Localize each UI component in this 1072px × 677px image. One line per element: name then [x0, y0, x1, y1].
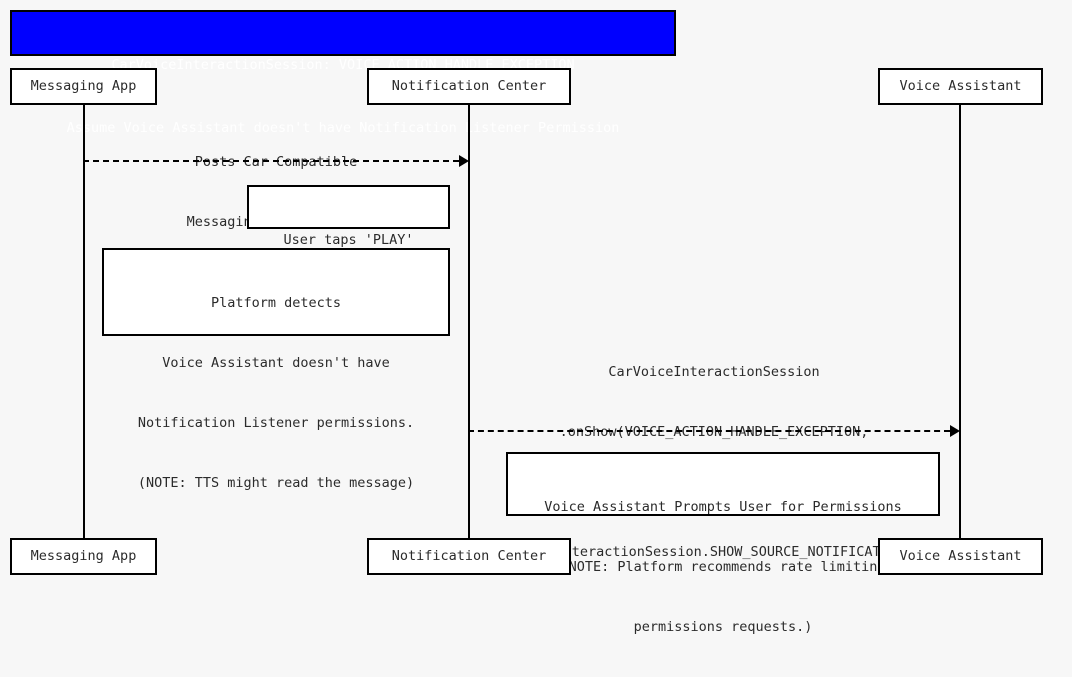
- diagram-title-banner: CarVoiceInteractionSession: VOICE_ACTION…: [10, 10, 676, 136]
- note-line-3: permissions requests.): [633, 619, 813, 635]
- note-platform-detects: Platform detects Voice Assistant doesn't…: [102, 248, 450, 491]
- participant-foot-voice-assistant[interactable]: Voice Assistant: [878, 538, 1043, 575]
- note-line-3: Notification Listener permissions.: [137, 415, 415, 431]
- message-line-4: VoiceInteractionSession.SHOW_SOURCE_NOTI…: [514, 544, 914, 560]
- participant-foot-messaging-app[interactable]: Messaging App: [10, 538, 157, 575]
- sequence-diagram-canvas: CarVoiceInteractionSession: VOICE_ACTION…: [10, 10, 1043, 635]
- note-line-1: User taps 'PLAY': [283, 232, 414, 248]
- lifeline-messaging-app: [83, 104, 85, 539]
- diagram-title-line-2: Assume Voice Assistant doesn't have Noti…: [66, 120, 620, 136]
- arrow-head: [459, 155, 469, 167]
- arrow-head: [950, 425, 960, 437]
- note-line-2: (NOTE: Platform recommends rate limiting: [560, 559, 886, 575]
- note-line-1: Voice Assistant Prompts User for Permiss…: [544, 499, 902, 515]
- note-voice-assistant-prompts-permissions: Voice Assistant Prompts User for Permiss…: [506, 452, 940, 635]
- participant-head-voice-assistant[interactable]: Voice Assistant: [878, 68, 1043, 105]
- message-arrow-on-show-voice-action-handle-exception: [468, 425, 960, 437]
- note-line-4: (NOTE: TTS might read the message): [137, 475, 415, 491]
- lifeline-notification-center: [468, 104, 470, 539]
- message-arrow-posts-car-compatible-messaging-notification: [83, 155, 469, 167]
- message-line-1: CarVoiceInteractionSession: [608, 364, 820, 380]
- note-line-1: Platform detects: [210, 295, 342, 311]
- message-line-1: Posts Car Compatible: [194, 154, 358, 170]
- note-user-taps-play: User taps 'PLAY' on Msg Notification: [247, 185, 450, 308]
- note-line-2: Voice Assistant doesn't have: [162, 355, 390, 371]
- message-label-on-show-voice-action-handle-exception: CarVoiceInteractionSession .onShow(VOICE…: [468, 322, 960, 602]
- participant-foot-notification-center[interactable]: Notification Center: [367, 538, 571, 575]
- lifeline-voice-assistant: [959, 104, 961, 539]
- participant-head-notification-center[interactable]: Notification Center: [367, 68, 571, 105]
- message-line-2: .onShow(VOICE_ACTION_HANDLE_EXCEPTION,: [559, 424, 869, 440]
- arrow-shaft: [468, 430, 950, 432]
- arrow-shaft: [83, 160, 459, 162]
- participant-head-messaging-app[interactable]: Messaging App: [10, 68, 157, 105]
